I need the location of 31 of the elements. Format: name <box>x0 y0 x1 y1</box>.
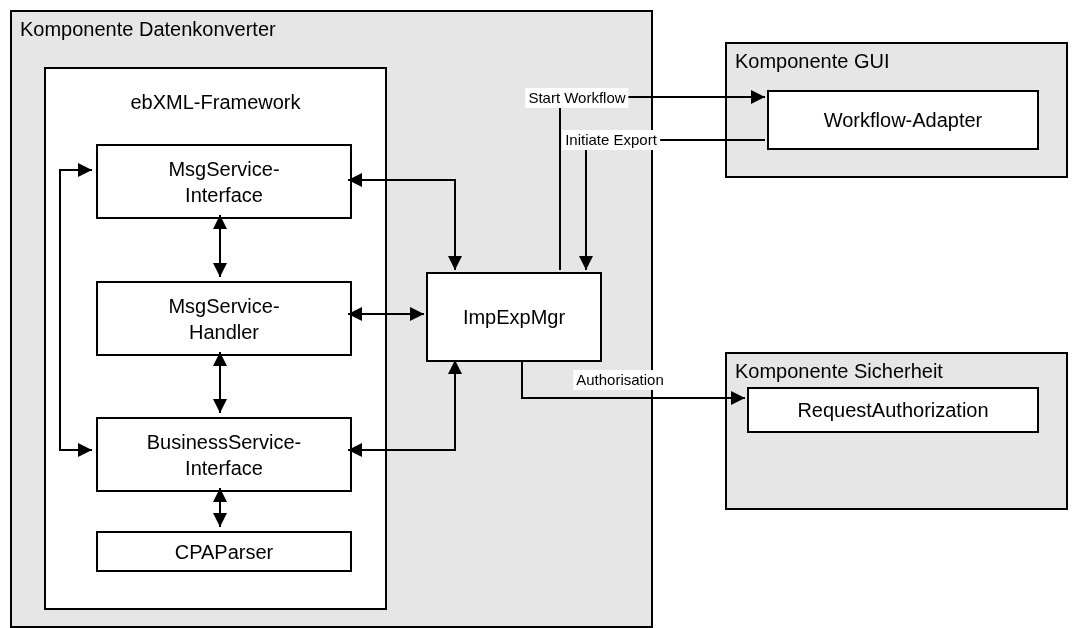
connector-arrow <box>59 163 93 457</box>
component-name: Komponente GUI <box>735 49 890 74</box>
component-frame <box>725 42 1068 178</box>
component-name: MsgService- Handler <box>167 293 281 345</box>
component-name: CPAParser <box>173 539 275 565</box>
component-box <box>747 387 1039 433</box>
component-name: Komponente Sicherheit <box>735 359 943 384</box>
component-box <box>96 144 352 219</box>
component-box <box>96 417 352 492</box>
component-name: Workflow-Adapter <box>822 108 984 133</box>
component-name: MsgService- Interface <box>167 156 281 208</box>
connector-arrow <box>213 214 227 278</box>
component-name: RequestAuthorization <box>796 398 990 423</box>
connector-arrow <box>521 359 746 405</box>
component-name: Komponente Datenkonverter <box>20 17 276 42</box>
connector-arrow <box>347 173 462 271</box>
connector-arrow <box>213 487 227 528</box>
connector-arrow <box>347 359 462 457</box>
connector-arrow <box>347 307 425 321</box>
component-box <box>96 281 352 356</box>
component-frame <box>725 352 1068 510</box>
component-box <box>96 531 352 572</box>
connector-arrow <box>213 351 227 414</box>
component-name: ImpExpMgr <box>461 305 567 330</box>
edge-label: Start Workflow <box>525 88 629 108</box>
component-box <box>426 272 602 362</box>
edge-label: Initiate Export <box>562 130 660 150</box>
component-box <box>767 90 1039 150</box>
component-name: ebXML-Framework <box>129 90 302 115</box>
component-frame <box>44 67 387 610</box>
component-name: BusinessService- Interface <box>145 429 303 481</box>
